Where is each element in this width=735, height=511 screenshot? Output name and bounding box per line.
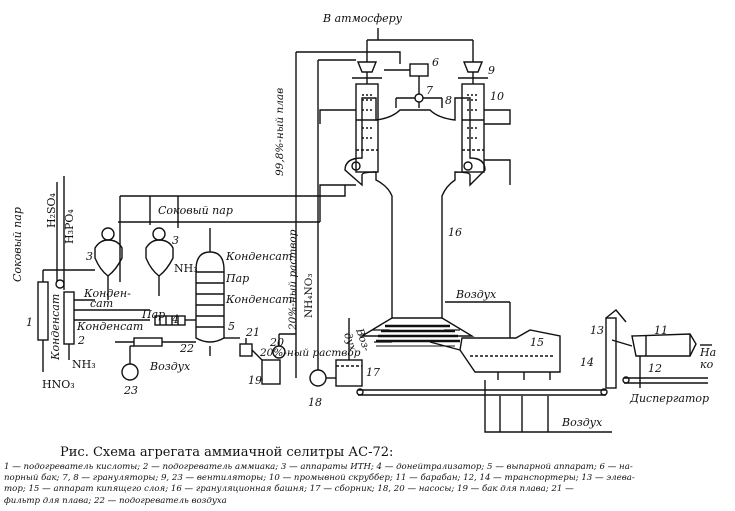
fluidized-bed-15 bbox=[459, 329, 561, 380]
number-6: 6 bbox=[432, 56, 439, 69]
dontralizer-4 bbox=[154, 315, 196, 326]
number-23: 23 bbox=[123, 384, 138, 397]
number-11: 11 bbox=[654, 324, 668, 337]
label-juice-steam-left: Соковый пар bbox=[11, 207, 24, 282]
acid-heater-1 bbox=[37, 270, 49, 372]
number-17: 17 bbox=[366, 366, 380, 379]
number-8: 8 bbox=[445, 94, 452, 107]
number-19: 19 bbox=[248, 374, 262, 387]
label-to-atmosphere: В атмосферу bbox=[322, 12, 403, 25]
number-21: 21 bbox=[245, 326, 260, 339]
legend-line: тор; 15 — аппарат кипящего слоя; 16 — гр… bbox=[4, 484, 574, 495]
number-18: 18 bbox=[308, 396, 322, 409]
collector-17 bbox=[335, 359, 363, 387]
number-15: 15 bbox=[530, 336, 544, 349]
fan-23 bbox=[121, 345, 139, 381]
number-14: 14 bbox=[580, 356, 594, 369]
label-solution-20-b: 20%-ный раствор bbox=[259, 347, 361, 359]
conveyor-12 bbox=[622, 376, 708, 384]
number-7: 7 bbox=[426, 84, 433, 97]
number-5: 5 bbox=[228, 320, 235, 333]
label-nh3-bottom: NH₃ bbox=[72, 358, 96, 371]
conveyor-14 bbox=[356, 388, 608, 396]
granulation-tower-16 bbox=[344, 97, 486, 347]
granulator-8 bbox=[395, 97, 443, 108]
drum-11 bbox=[611, 333, 712, 357]
label-condensate-left-c: Конденсат bbox=[76, 320, 143, 333]
legend-line: 1 — подогреватель кислоты; 2 — подогрева… bbox=[4, 462, 633, 472]
label-air-mid: Воздух bbox=[455, 288, 497, 301]
number-20: 20 bbox=[269, 336, 284, 349]
label-cut-right-2: ко bbox=[700, 358, 714, 371]
label-steam-2: Пар bbox=[141, 308, 165, 321]
label-condensate-left-a: Конден- bbox=[83, 287, 131, 300]
elevator-13 bbox=[605, 309, 627, 389]
label-hno3: HNO₃ bbox=[42, 378, 75, 391]
label-juice-steam-top: Соковый пар bbox=[158, 204, 233, 217]
granulator-7 bbox=[414, 93, 424, 108]
label-h2so4: H₂SO₄ bbox=[45, 192, 58, 228]
fan-9 bbox=[458, 40, 488, 84]
legend-line: порный бак; 7, 8 — грануляторы; 9, 23 — … bbox=[4, 473, 635, 484]
number-4: 4 bbox=[171, 313, 179, 326]
number-1: 1 bbox=[26, 316, 33, 329]
label-dispergator: Диспергатор bbox=[629, 392, 709, 405]
label-nh3-mid: NH₃ bbox=[174, 262, 198, 275]
label-solution-20: 20%-ный раствор bbox=[287, 229, 299, 331]
number-2: 2 bbox=[77, 334, 85, 347]
label-nh4no3: NH₄NO₃ bbox=[303, 273, 315, 318]
evaporator-5 bbox=[195, 228, 225, 356]
itn-apparatus-3 bbox=[145, 227, 174, 296]
label-air-bottom: Воздух bbox=[561, 416, 603, 429]
number-3b: 3 bbox=[172, 234, 179, 247]
melt-tank-19 bbox=[261, 359, 281, 385]
pressure-tank-6 bbox=[384, 63, 429, 94]
label-h3po4: H₃PO₄ bbox=[63, 209, 76, 244]
figure-legend: 1 — подогреватель кислоты; 2 — подогрева… bbox=[4, 462, 729, 507]
number-9: 9 bbox=[488, 64, 495, 77]
legend-line: фильтр для плава; 22 — подогреватель воз… bbox=[4, 495, 227, 506]
fan-left bbox=[352, 40, 382, 84]
pump-18 bbox=[309, 369, 327, 387]
itn-apparatus-left bbox=[94, 227, 123, 300]
label-melt-998: 99,8%-ный плав bbox=[274, 88, 286, 176]
label-steam-1: Пар bbox=[225, 272, 249, 285]
scrubber-left bbox=[355, 83, 379, 173]
label-cut-right-1: На bbox=[699, 346, 716, 359]
number-10: 10 bbox=[490, 90, 504, 103]
label-condensate-vert: Конденсат bbox=[49, 294, 62, 361]
figure-caption: Рис. Схема агрегата аммиачной селитры АС… bbox=[60, 445, 394, 460]
number-13: 13 bbox=[590, 324, 604, 337]
label-condensate-2: Конденсат bbox=[225, 293, 292, 306]
number-22: 22 bbox=[179, 342, 194, 355]
label-condensate-1: Конденсат bbox=[225, 250, 292, 263]
number-16: 16 bbox=[448, 226, 462, 239]
label-condensate-left-b: сат bbox=[90, 297, 113, 310]
number-3a: 3 bbox=[86, 250, 93, 263]
label-air-left: Воздух bbox=[149, 360, 191, 373]
melt-filter-21 bbox=[239, 338, 253, 357]
number-12: 12 bbox=[648, 362, 662, 375]
ammonia-heater-2 bbox=[63, 291, 75, 360]
